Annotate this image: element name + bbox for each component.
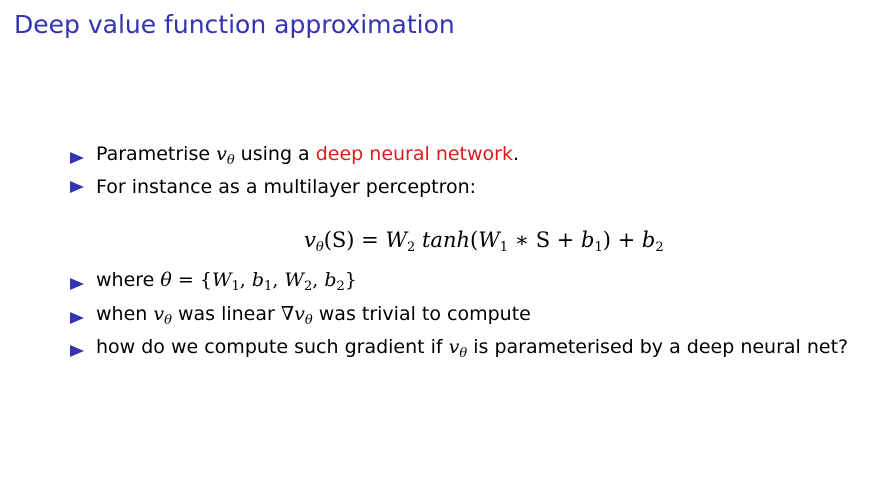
- bullet-item-linear: when vθ was linear ∇vθ was trivial to co…: [70, 302, 531, 333]
- bullet-item-parametrise: Parametrise vθ using a deep neural netwo…: [70, 142, 519, 173]
- bullet-item-gradient-question: how do we compute such gradient if vθ is…: [70, 335, 848, 366]
- bullet-item-theta-def: where θ = {W1, b1, W2, b2}: [70, 268, 357, 299]
- bullet-triangle-icon: [70, 311, 84, 324]
- slide-title: Deep value function approximation: [14, 10, 455, 39]
- bullet-text: when vθ was linear ∇vθ was trivial to co…: [96, 303, 531, 328]
- bullet-text: how do we compute such gradient if vθ is…: [96, 336, 849, 361]
- bullet-text: where θ = {W1, b1, W2, b2}: [96, 269, 357, 294]
- bullet-triangle-icon: [70, 344, 84, 357]
- bullet-text: Parametrise vθ using a deep neural netwo…: [96, 143, 520, 168]
- bullet-triangle-icon: [70, 277, 84, 290]
- nabla-symbol: ∇: [280, 303, 295, 325]
- bullet-triangle-icon: [70, 181, 84, 193]
- highlight-deep-neural-network: deep neural network: [315, 143, 513, 165]
- mlp-equation: vθ(S) = W2 tanh(W1 ∗ S + b1) + b2: [304, 228, 664, 255]
- bullet-triangle-icon: [70, 151, 84, 164]
- bullet-text: For instance as a multilayer perceptron:: [96, 176, 477, 198]
- bullet-item-multilayer: For instance as a multilayer perceptron:: [70, 175, 476, 199]
